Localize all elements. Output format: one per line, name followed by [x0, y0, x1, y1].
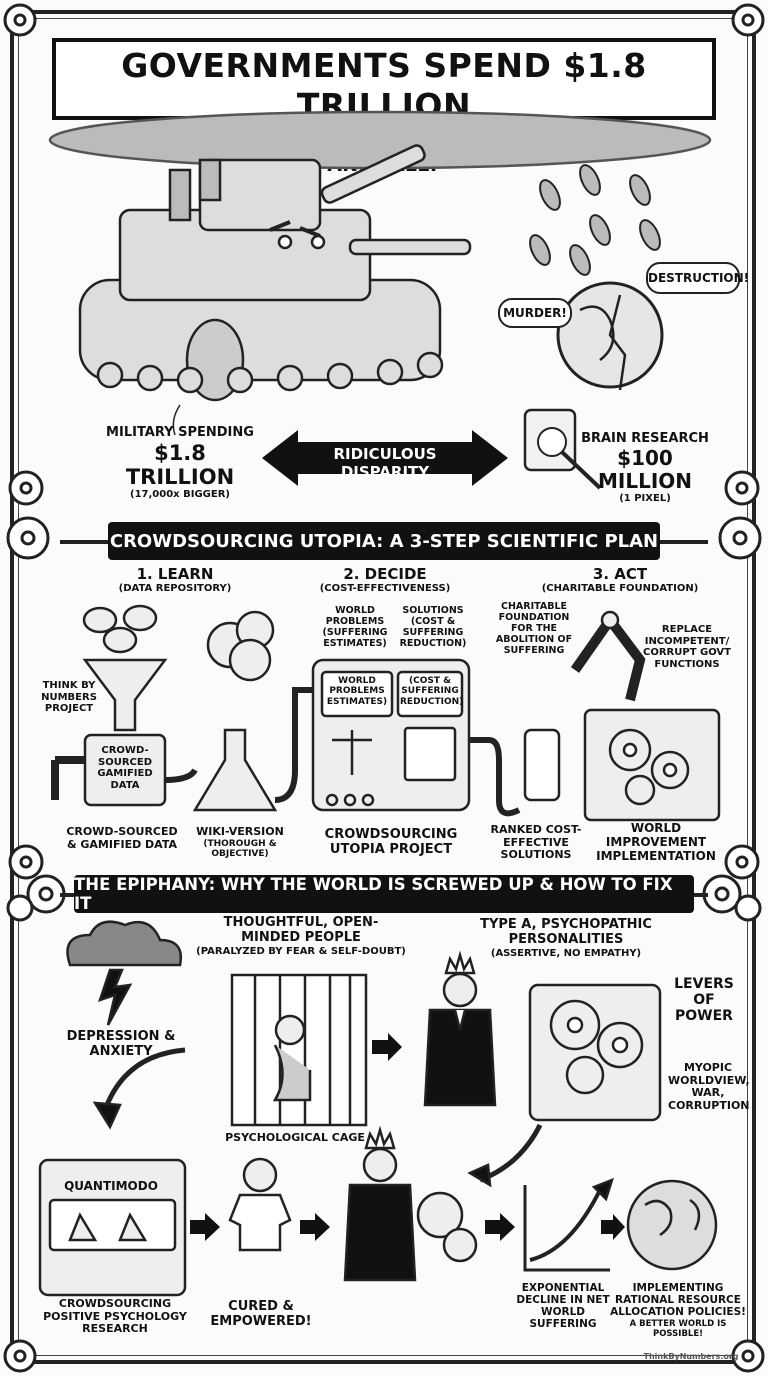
step1-subheading: (DATA REPOSITORY)	[118, 583, 232, 595]
psychological-cage-label: PSYCHOLOGICAL CAGE	[225, 1131, 365, 1144]
exponential-decline-label: EXPONENTIAL DECLINE IN NET WORLD SUFFERI…	[516, 1282, 610, 1331]
thoughtful-sub: (PARALYZED BY FEAR & SELF-DOUBT)	[196, 945, 406, 957]
implementing-label: IMPLEMENTING RATIONAL RESOURCE ALLOCATIO…	[608, 1282, 748, 1340]
step1-title: 1. LEARN (DATA REPOSITORY)	[100, 565, 250, 595]
cured-label: CURED & EMPOWERED!	[210, 1299, 312, 1329]
world-problems-top-label: WORLD PROBLEMS (SUFFERING ESTIMATES)	[322, 605, 388, 649]
type-a-title: TYPE A, PSYCHOPATHIC PERSONALITIES	[480, 917, 652, 947]
military-spending-label: MILITARY SPENDING	[106, 425, 254, 440]
levers-of-power-label: LEVERS OF POWER	[674, 976, 734, 1025]
brain-research-amount: $100 MILLION	[597, 445, 692, 493]
replace-govt-label: REPLACE INCOMPETENT/ CORRUPT GOVT FUNCTI…	[643, 624, 731, 670]
murder-bubble: MURDER!	[498, 298, 572, 328]
better-world-text: A BETTER WORLD IS POSSIBLE!	[629, 1319, 727, 1339]
footer-credit: ThinkByNumbers.org	[643, 1352, 739, 1361]
think-by-numbers-label: THINK BY NUMBERS PROJECT	[41, 680, 97, 714]
step3-title: 3. ACT (CHARITABLE FOUNDATION)	[540, 565, 700, 595]
plan-banner: CROWDSOURCING UTOPIA: A 3-STEP SCIENTIFI…	[108, 522, 660, 560]
military-spending-note: (17,000x BIGGER)	[130, 489, 230, 501]
military-spending-block: MILITARY SPENDING $1.8 TRILLION (17,000x…	[100, 425, 260, 501]
step1-heading: 1. LEARN	[136, 565, 214, 583]
brain-research-block: BRAIN RESEARCH $100 MILLION (1 PIXEL)	[570, 431, 720, 504]
solutions-panel: (COST & SUFFERING REDUCTION)	[400, 676, 464, 707]
thoughtful-label: THOUGHTFUL, OPEN-MINDED PEOPLE (PARALYZE…	[196, 915, 406, 957]
military-tank-illustration	[48, 110, 712, 490]
plan-illustration	[51, 604, 721, 822]
title-banner: GOVERNMENTS SPEND $1.8 TRILLION MURDERIN…	[52, 38, 716, 176]
type-a-sub: (ASSERTIVE, NO EMPATHY)	[490, 947, 642, 959]
inner-frame	[18, 18, 748, 1356]
implementing-text: IMPLEMENTING RATIONAL RESOURCE ALLOCATIO…	[610, 1282, 746, 1319]
depression-label: DEPRESSION & ANXIETY	[66, 1029, 176, 1059]
disparity-label: RIDICULOUS DISPARITY	[333, 445, 437, 481]
crowd-box-label: CROWD-SOURCED GAMIFIED DATA	[97, 745, 153, 791]
destruction-bubble: DESTRUCTION!	[646, 262, 749, 294]
military-spending-amount: $1.8 TRILLION	[125, 440, 235, 490]
outer-frame	[10, 10, 756, 1364]
step3-subheading: (CHARITABLE FOUNDATION)	[541, 583, 699, 595]
world-problems-panel: WORLD PROBLEMS ESTIMATES)	[326, 676, 388, 707]
wiki-version-title: WIKI-VERSION	[196, 825, 284, 838]
step2-title: 2. DECIDE (COST-EFFECTIVENESS)	[300, 565, 470, 595]
step2-subheading: (COST-EFFECTIVENESS)	[319, 583, 451, 595]
ranked-solutions-caption: RANKED COST-EFFECTIVE SOLUTIONS	[490, 823, 582, 862]
solutions-top-label: SOLUTIONS (COST & SUFFERING REDUCTION)	[399, 605, 467, 649]
type-a-label: TYPE A, PSYCHOPATHIC PERSONALITIES (ASSE…	[476, 917, 656, 959]
step2-heading: 2. DECIDE	[343, 565, 427, 583]
epiphany-illustration	[38, 920, 718, 1297]
charitable-foundation-label: CHARITABLE FOUNDATION FOR THE ABOLITION …	[495, 601, 573, 656]
double-arrow-icon	[262, 430, 508, 486]
world-improvement-caption: WORLD IMPROVEMENT IMPLEMENTATION	[596, 821, 716, 863]
crowdsourcing-utopia-caption: CROWDSOURCING UTOPIA PROJECT	[324, 827, 458, 857]
crowd-sourced-caption: CROWD-SOURCED & GAMIFIED DATA	[66, 825, 178, 851]
brain-research-note: (1 PIXEL)	[619, 492, 671, 504]
wiki-version-label: WIKI-VERSION (THOROUGH & OBJECTIVE)	[195, 825, 285, 859]
step3-heading: 3. ACT	[592, 565, 648, 583]
crowdsourcing-psychology-label: CROWDSOURCING POSITIVE PSYCHOLOGY RESEAR…	[43, 1297, 187, 1336]
epiphany-banner: THE EPIPHANY: WHY THE WORLD IS SCREWED U…	[74, 875, 694, 913]
thoughtful-title: THOUGHTFUL, OPEN-MINDED PEOPLE	[223, 915, 379, 945]
wiki-version-sub: (THOROUGH & OBJECTIVE)	[203, 838, 277, 859]
quantimodo-label: QUANTIMODO	[64, 1179, 158, 1193]
brain-research-label: BRAIN RESEARCH	[581, 431, 709, 446]
disparity-arrow: RIDICULOUS DISPARITY	[262, 430, 508, 486]
myopic-label: MYOPIC WORLDVIEW, WAR, CORRUPTION	[668, 1061, 750, 1112]
page-title: GOVERNMENTS SPEND $1.8 TRILLION	[121, 46, 647, 125]
